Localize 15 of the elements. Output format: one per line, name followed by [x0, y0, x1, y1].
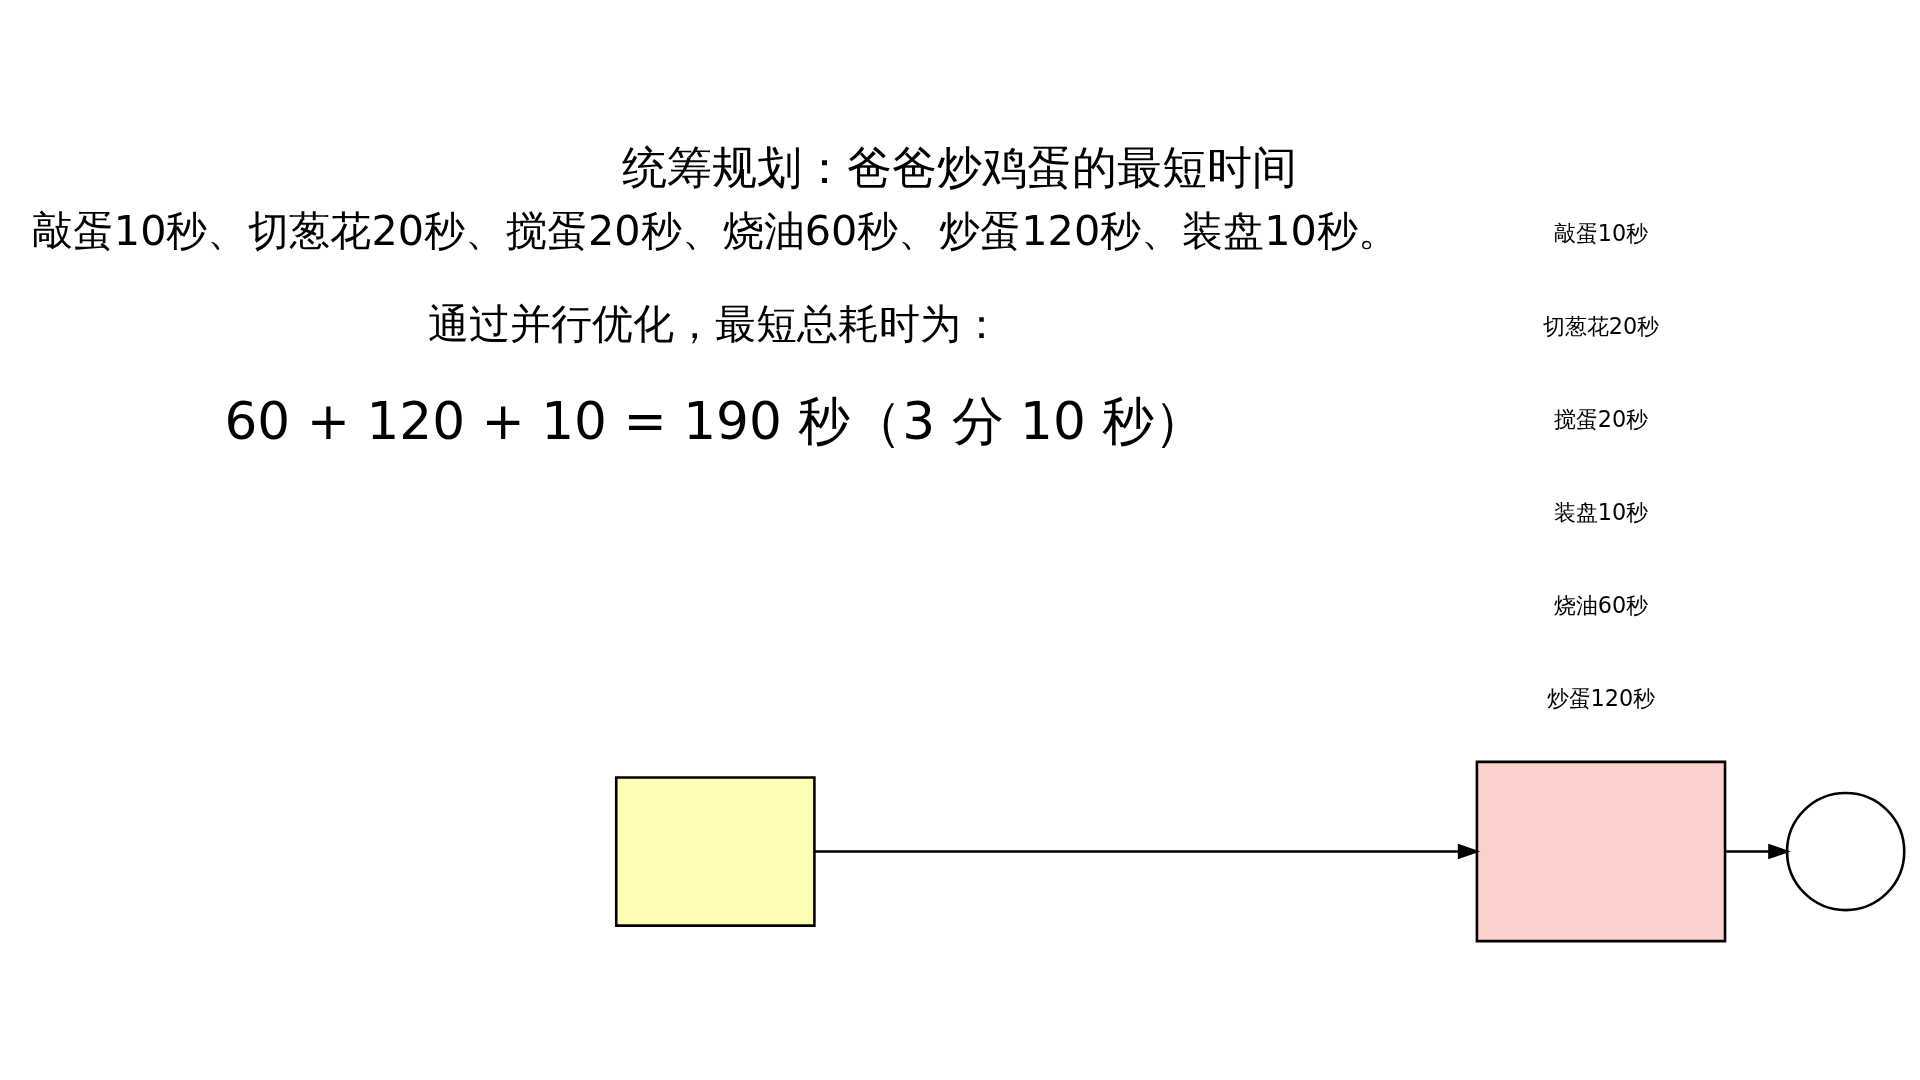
label: 切葱花20秒: [1542, 312, 1660, 339]
label: 炒蛋120秒: [1546, 684, 1656, 711]
label: 搅蛋20秒: [1553, 405, 1649, 432]
label: 装盘10秒: [1553, 498, 1649, 525]
node-box: [614, 775, 816, 927]
arrow: [1725, 843, 1791, 859]
label: 通过并行优化，最短总耗时为：: [428, 299, 1003, 348]
label: 60 + 120 + 10 = 190 秒（3 分 10 秒）: [224, 390, 1207, 451]
arrow: [814, 843, 1481, 859]
label: 烧油60秒: [1553, 591, 1649, 618]
node-box: [1475, 760, 1727, 942]
label: 敲蛋10秒、切葱花20秒、搅蛋20秒、烧油60秒、炒蛋120秒、装盘10秒。: [31, 206, 1399, 255]
node-circle: [1785, 791, 1906, 911]
diagram-title: 统筹规划：爸爸炒鸡蛋的最短时间: [622, 140, 1298, 194]
label: 敲蛋10秒: [1553, 219, 1649, 246]
